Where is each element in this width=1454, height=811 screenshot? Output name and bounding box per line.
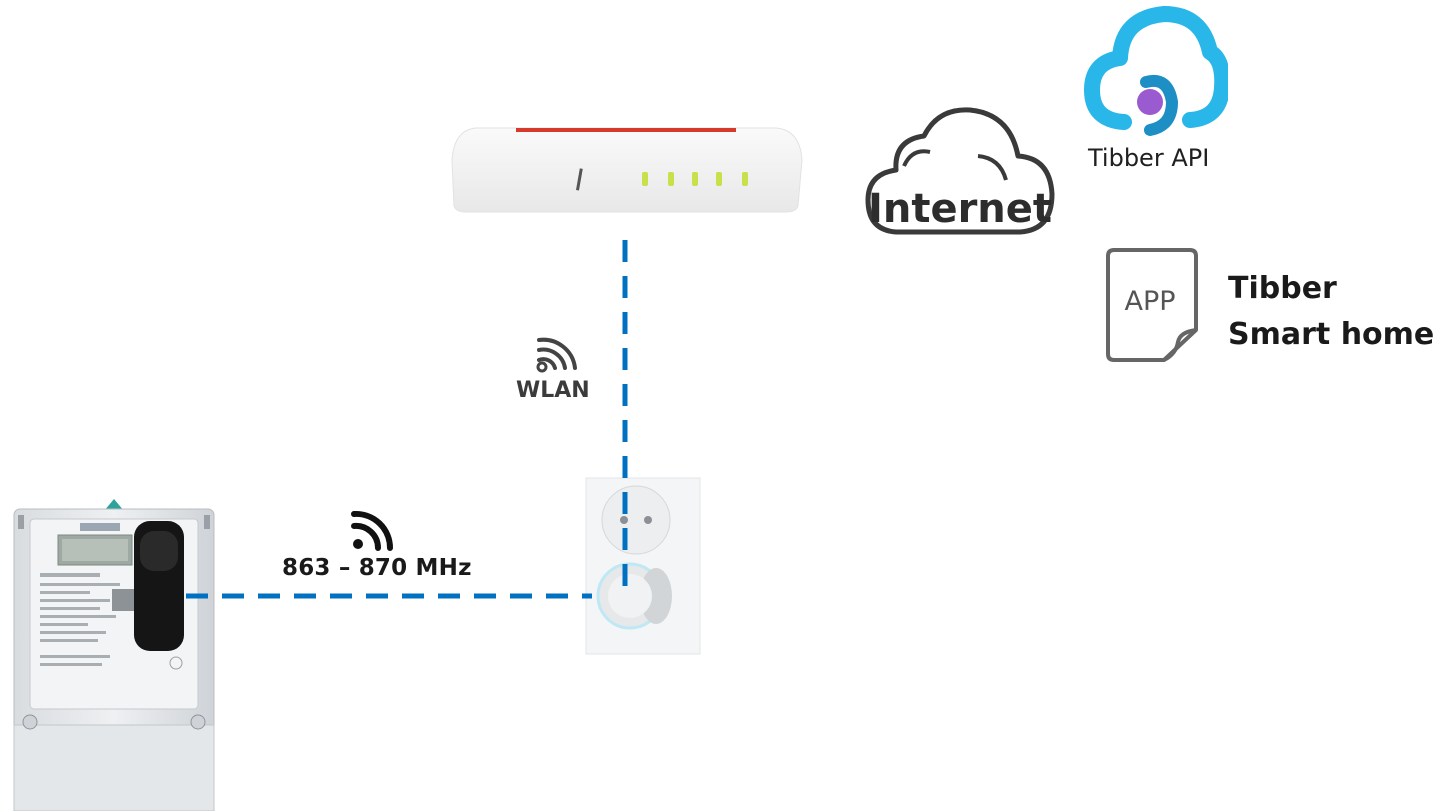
- internet-label: Internet: [868, 186, 1052, 232]
- smart-meter-icon: [13, 499, 215, 811]
- app-title-line1: Tibber: [1228, 271, 1337, 306]
- wlan-label: WLAN: [516, 378, 590, 403]
- tibber-pulse-bridge-icon: [585, 477, 701, 655]
- tibber-api-label: Tibber API: [1088, 144, 1210, 172]
- wifi-signal-icon: [536, 337, 577, 373]
- radio-signal-icon: [351, 510, 394, 551]
- internet-cloud-icon: Internet: [865, 107, 1055, 235]
- app-badge-label: APP: [1124, 286, 1175, 317]
- frequency-label: 863 – 870 MHz: [282, 555, 472, 581]
- app-title-line2: Smart home: [1228, 317, 1435, 352]
- router-icon: [451, 127, 803, 213]
- app-document-icon: APP: [1106, 248, 1198, 362]
- app-title: Tibber Smart home: [1228, 266, 1434, 358]
- cloud-api-icon: [1084, 6, 1228, 136]
